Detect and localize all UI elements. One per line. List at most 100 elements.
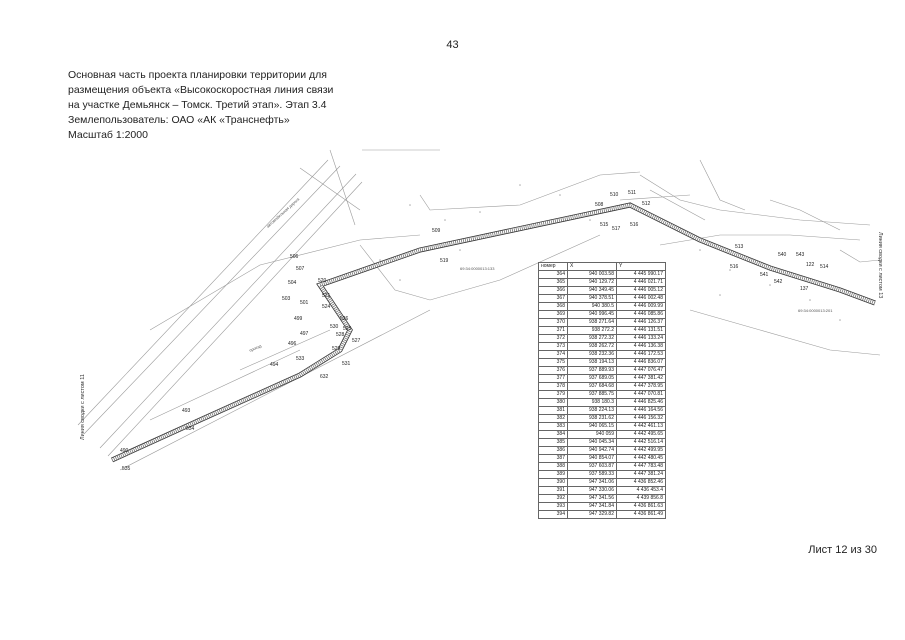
svg-text:543: 543 xyxy=(796,252,805,258)
cell-number: 370 xyxy=(538,318,568,327)
cell-y: 4 446 131.51 xyxy=(616,326,666,335)
svg-text:496: 496 xyxy=(288,341,297,347)
cell-y: 4 446 156.32 xyxy=(616,414,666,423)
svg-text:504: 504 xyxy=(288,280,297,286)
cell-y: 4 446 085.86 xyxy=(616,310,666,319)
cell-y: 4 442 516.14 xyxy=(616,438,666,447)
cell-x: 940 380.5 xyxy=(567,302,617,311)
cell-x: 940 129.72 xyxy=(567,278,617,287)
side-label-right: Линия сводки с листом 13 xyxy=(877,232,883,299)
cell-x: 938 271.64 xyxy=(567,318,617,327)
svg-text:501: 501 xyxy=(300,300,309,306)
cell-number: 375 xyxy=(538,358,568,367)
cell-x: 940 854.07 xyxy=(567,454,617,463)
header-line-2: размещения объекта «Высокоскоростная лин… xyxy=(68,84,334,96)
cell-number: 372 xyxy=(538,334,568,343)
cell-x: 940 349.45 xyxy=(567,286,617,295)
header-line-5: Масштаб 1:2000 xyxy=(68,129,148,141)
cell-y: 4 436 453.4 xyxy=(616,486,666,495)
document-header: Основная часть проекта планировки террит… xyxy=(68,68,398,143)
cell-x: 938 262.72 xyxy=(567,342,617,351)
cell-x: 940 942.74 xyxy=(567,446,617,455)
svg-text:540: 540 xyxy=(778,252,787,258)
cell-y: 4 442 480.45 xyxy=(616,454,666,463)
cell-number: 368 xyxy=(538,302,568,311)
cell-y: 4 447 076.47 xyxy=(616,366,666,375)
cell-number: 391 xyxy=(538,486,568,495)
cell-x: 937 589.33 xyxy=(567,470,617,479)
svg-text:519: 519 xyxy=(440,258,449,264)
cell-y: 4 447 783.48 xyxy=(616,462,666,471)
cell-number: 369 xyxy=(538,310,568,319)
sheet-label: Лист 12 из 30 xyxy=(808,544,877,556)
svg-text:520: 520 xyxy=(318,278,327,284)
svg-text:490: 490 xyxy=(120,448,129,454)
svg-text:527: 527 xyxy=(352,338,361,344)
cell-y: 4 439 856.8 xyxy=(616,494,666,503)
cell-y: 4 446 136.38 xyxy=(616,342,666,351)
cell-y: 4 447 381.24 xyxy=(616,470,666,479)
cell-y: 4 447 070.81 xyxy=(616,390,666,399)
cell-number: 384 xyxy=(538,430,568,439)
cell-x: 940 378.51 xyxy=(567,294,617,303)
svg-text:533: 533 xyxy=(296,356,305,362)
cell-x: 938 272.32 xyxy=(567,334,617,343)
svg-text:512: 512 xyxy=(642,201,651,207)
header-line-1: Основная часть проекта планировки террит… xyxy=(68,69,327,81)
svg-text:509: 509 xyxy=(432,228,441,234)
cell-number: 383 xyxy=(538,422,568,431)
svg-text:499: 499 xyxy=(294,316,303,322)
cell-y: 4 442 461.13 xyxy=(616,422,666,431)
map-dots xyxy=(379,184,841,321)
cell-number: 392 xyxy=(538,494,568,503)
cell-x: 947 341.06 xyxy=(567,478,617,487)
svg-text:137: 137 xyxy=(800,286,809,292)
cell-number: 365 xyxy=(538,278,568,287)
cell-number: 385 xyxy=(538,438,568,447)
svg-text:494: 494 xyxy=(270,362,279,368)
cell-number: 389 xyxy=(538,470,568,479)
cell-y: 4 446 164.56 xyxy=(616,406,666,415)
cell-x: 947 341.84 xyxy=(567,502,617,511)
cell-x: 938 272.2 xyxy=(567,326,617,335)
cell-x: 938 231.62 xyxy=(567,414,617,423)
cell-y: 4 446 002.48 xyxy=(616,294,666,303)
cell-y: 4 446 126.37 xyxy=(616,318,666,327)
cell-x: 938 232.36 xyxy=(567,350,617,359)
svg-text:516: 516 xyxy=(630,222,639,228)
cell-x: 947 341.56 xyxy=(567,494,617,503)
svg-text:528: 528 xyxy=(336,332,345,338)
cell-y: 4 446 836.07 xyxy=(616,358,666,367)
cell-number: 382 xyxy=(538,414,568,423)
svg-text:513: 513 xyxy=(735,244,744,250)
cell-y: 4 445 990.17 xyxy=(616,270,666,279)
cell-number: 380 xyxy=(538,398,568,407)
cell-y: 4 446 021.71 xyxy=(616,278,666,287)
cell-x: 937 689.05 xyxy=(567,374,617,383)
svg-text:529: 529 xyxy=(332,346,341,352)
svg-text:526: 526 xyxy=(340,316,349,322)
cell-y: 4 436 852.46 xyxy=(616,478,666,487)
cell-number: 367 xyxy=(538,294,568,303)
page-number: 43 xyxy=(446,39,459,51)
header-line-3: на участке Демьянск – Томск. Третий этап… xyxy=(68,99,327,111)
cell-number: 373 xyxy=(538,342,568,351)
